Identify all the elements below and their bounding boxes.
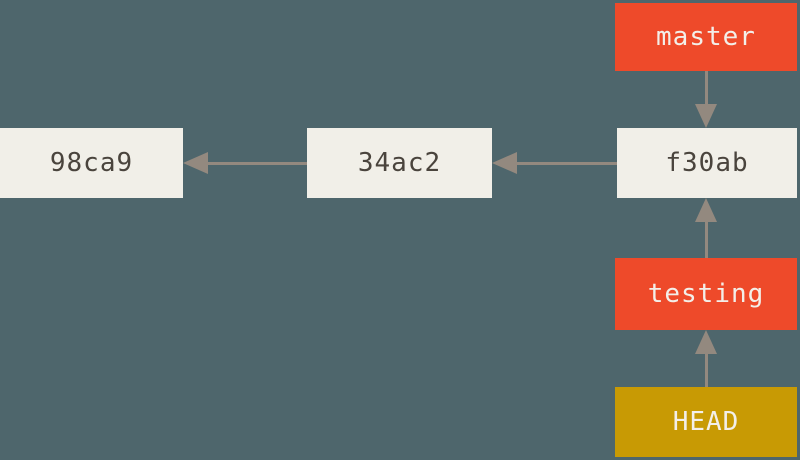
arrow-line <box>206 162 307 165</box>
branch-name: master <box>656 22 756 52</box>
branch-name: testing <box>647 279 765 309</box>
commit-node-f30ab: f30ab <box>617 128 797 198</box>
commit-hash: 98ca9 <box>49 148 134 178</box>
commit-hash: 34ac2 <box>357 148 442 178</box>
commit-hash: f30ab <box>665 148 749 178</box>
arrowhead-up-icon <box>695 198 717 222</box>
arrowhead-up-icon <box>695 330 717 354</box>
arrow-line <box>515 162 617 165</box>
arrowhead-left-icon <box>492 152 517 174</box>
arrow-line <box>705 220 708 258</box>
head-label: HEAD <box>615 387 797 457</box>
commit-node-34ac2: 34ac2 <box>307 128 492 198</box>
head-name: HEAD <box>672 407 740 437</box>
commit-node-98ca9: 98ca9 <box>0 128 183 198</box>
arrow-line <box>705 71 708 107</box>
arrowhead-left-icon <box>183 152 208 174</box>
arrowhead-down-icon <box>695 104 717 128</box>
branch-label-master: master <box>615 3 797 71</box>
arrow-line <box>705 352 708 387</box>
branch-label-testing: testing <box>615 258 797 330</box>
